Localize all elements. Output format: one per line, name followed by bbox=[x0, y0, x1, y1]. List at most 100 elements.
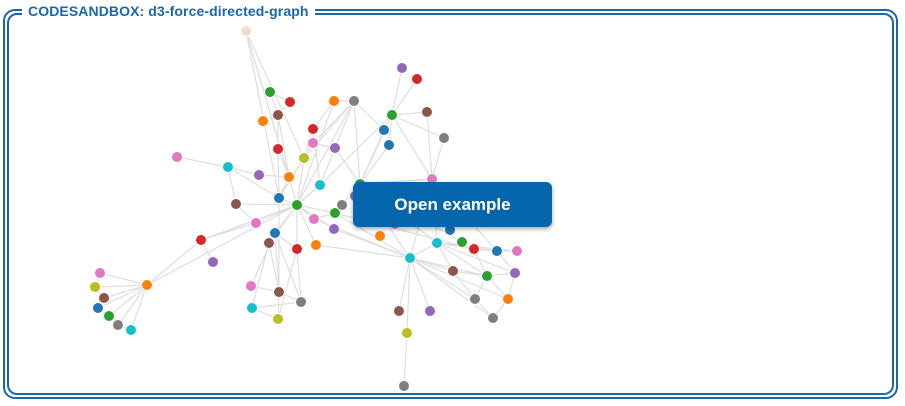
graph-node[interactable] bbox=[250, 217, 262, 229]
graph-node[interactable] bbox=[421, 106, 433, 118]
graph-node[interactable] bbox=[272, 143, 284, 155]
graph-link bbox=[277, 248, 298, 320]
graph-node[interactable] bbox=[469, 293, 481, 305]
graph-link bbox=[353, 100, 361, 185]
graph-link bbox=[296, 157, 305, 206]
graph-link bbox=[146, 239, 202, 286]
graph-link bbox=[391, 67, 403, 116]
graph-node[interactable] bbox=[291, 199, 303, 211]
graph-node[interactable] bbox=[240, 25, 252, 37]
embed-frame-outer bbox=[3, 9, 898, 399]
graph-link bbox=[296, 248, 302, 303]
graph-node[interactable] bbox=[141, 279, 153, 291]
graph-node[interactable] bbox=[291, 243, 303, 255]
graph-node[interactable] bbox=[329, 207, 341, 219]
graph-node[interactable] bbox=[195, 234, 207, 246]
graph-node[interactable] bbox=[246, 302, 258, 314]
graph-link bbox=[117, 284, 148, 326]
graph-node[interactable] bbox=[348, 95, 360, 107]
graph-node[interactable] bbox=[329, 142, 341, 154]
graph-node[interactable] bbox=[171, 151, 183, 163]
graph-node[interactable] bbox=[398, 380, 410, 392]
graph-link bbox=[277, 148, 280, 199]
graph-node[interactable] bbox=[396, 62, 408, 74]
graph-node[interactable] bbox=[298, 152, 310, 164]
graph-node[interactable] bbox=[245, 280, 257, 292]
graph-link bbox=[403, 332, 408, 387]
graph-node[interactable] bbox=[481, 270, 493, 282]
graph-node[interactable] bbox=[431, 237, 443, 249]
graph-node[interactable] bbox=[502, 293, 514, 305]
graph-node[interactable] bbox=[307, 137, 319, 149]
graph-node[interactable] bbox=[336, 199, 348, 211]
graph-node[interactable] bbox=[424, 305, 436, 317]
graph-link bbox=[334, 147, 361, 185]
graph-node[interactable] bbox=[273, 192, 285, 204]
graph-node[interactable] bbox=[103, 310, 115, 322]
graph-link bbox=[409, 257, 494, 319]
graph-node[interactable] bbox=[92, 302, 104, 314]
graph-node[interactable] bbox=[374, 230, 386, 242]
graph-node[interactable] bbox=[404, 252, 416, 264]
graph-node[interactable] bbox=[272, 109, 284, 121]
graph-node[interactable] bbox=[207, 256, 219, 268]
graph-node[interactable] bbox=[89, 281, 101, 293]
graph-node[interactable] bbox=[411, 73, 423, 85]
embed-frame-inner bbox=[7, 13, 894, 395]
graph-link bbox=[296, 100, 355, 206]
graph-node[interactable] bbox=[487, 312, 499, 324]
graph-node[interactable] bbox=[308, 213, 320, 225]
graph-link bbox=[426, 111, 433, 180]
graph-node[interactable] bbox=[307, 123, 319, 135]
graph-link bbox=[359, 129, 385, 185]
graph-link bbox=[277, 114, 290, 178]
graph-node[interactable] bbox=[386, 109, 398, 121]
graph-link bbox=[146, 204, 298, 286]
graph-node[interactable] bbox=[401, 327, 413, 339]
graph-node[interactable] bbox=[112, 319, 124, 331]
graph-node[interactable] bbox=[284, 96, 296, 108]
graph-link bbox=[245, 30, 290, 178]
graph-node[interactable] bbox=[509, 267, 521, 279]
graph-node[interactable] bbox=[263, 237, 275, 249]
open-example-button[interactable]: Open example bbox=[353, 182, 552, 227]
graph-node[interactable] bbox=[98, 292, 110, 304]
graph-link bbox=[200, 222, 257, 241]
graph-node[interactable] bbox=[295, 296, 307, 308]
graph-link bbox=[227, 166, 280, 199]
graph-node[interactable] bbox=[257, 115, 269, 127]
graph-node[interactable] bbox=[273, 286, 285, 298]
graph-node[interactable] bbox=[269, 227, 281, 239]
graph-node[interactable] bbox=[264, 86, 276, 98]
graph-link bbox=[251, 242, 270, 309]
graph-node[interactable] bbox=[511, 245, 523, 257]
graph-node[interactable] bbox=[491, 245, 503, 257]
graph-node[interactable] bbox=[230, 198, 242, 210]
embed-title: CODESANDBOX: d3-force-directed-graph bbox=[28, 3, 309, 19]
graph-node[interactable] bbox=[310, 239, 322, 251]
graph-node[interactable] bbox=[438, 132, 450, 144]
graph-node[interactable] bbox=[383, 139, 395, 151]
graph-node[interactable] bbox=[94, 267, 106, 279]
graph-node[interactable] bbox=[328, 223, 340, 235]
graph-node[interactable] bbox=[272, 313, 284, 325]
graph-node[interactable] bbox=[222, 161, 234, 173]
graph-link bbox=[436, 242, 488, 277]
graph-node[interactable] bbox=[456, 236, 468, 248]
graph-node[interactable] bbox=[468, 243, 480, 255]
graph-node[interactable] bbox=[253, 169, 265, 181]
graph-link bbox=[391, 114, 445, 139]
graph-node[interactable] bbox=[378, 124, 390, 136]
graph-node[interactable] bbox=[393, 305, 405, 317]
graph-link bbox=[245, 30, 280, 199]
graph-node[interactable] bbox=[314, 179, 326, 191]
graph-node[interactable] bbox=[328, 95, 340, 107]
graph-link bbox=[391, 114, 433, 180]
graph-node[interactable] bbox=[125, 324, 137, 336]
graph-link bbox=[99, 272, 148, 286]
graph-link bbox=[353, 100, 385, 131]
graph-link bbox=[359, 144, 390, 185]
graph-node[interactable] bbox=[447, 265, 459, 277]
graph-node[interactable] bbox=[283, 171, 295, 183]
